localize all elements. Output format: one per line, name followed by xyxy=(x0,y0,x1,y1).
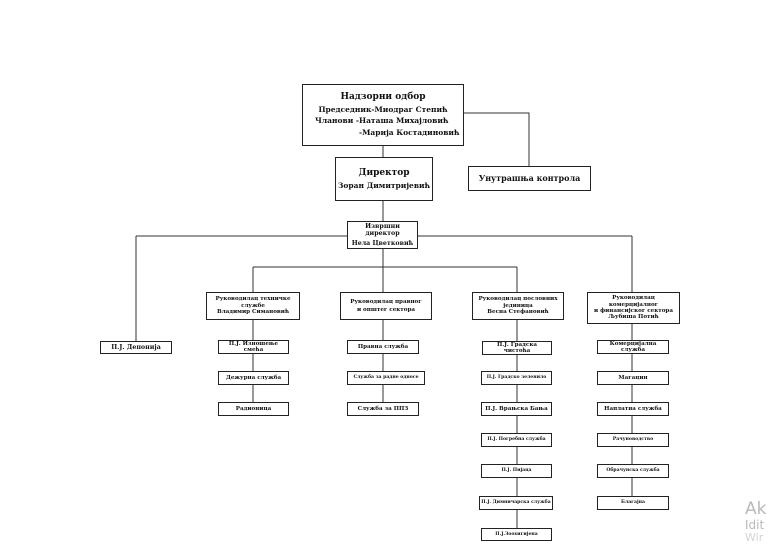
activation-watermark: Ak Idit Wir xyxy=(745,500,766,544)
business-item-7: П.Ј.Зоохигијена xyxy=(481,528,552,541)
commercial-head-line-2: и финансијског сектора xyxy=(594,308,673,314)
business-item-label: П.Ј. Градска чистоћа xyxy=(497,341,537,354)
commercial-item-label: Обрачунска служба xyxy=(606,468,660,474)
commercial-item-6: Благајна xyxy=(597,496,669,510)
commercial-item-4: Рачуноводство xyxy=(597,433,669,447)
business-item-label: П.Ј. Врањска Бања xyxy=(485,405,548,412)
business-head-line-1: Руководилац пословних xyxy=(478,296,558,303)
business-head-line-2: јединица xyxy=(503,302,533,309)
business-item-label: П.Ј. Димничарска служба xyxy=(481,500,551,506)
technical-item-label: Радионица xyxy=(235,405,272,412)
legal-item-3: Служба за ППЗ xyxy=(347,402,419,416)
legal-head-line-1: Руководилац правног xyxy=(350,298,422,305)
business-item-label: П.Ј. Пијаца xyxy=(501,468,532,474)
commercial-item-2: Магацин xyxy=(597,371,669,385)
internal-control-box: Унутрашња контрола xyxy=(468,166,591,191)
technical-item-label: Дежурна служба xyxy=(225,374,282,381)
commercial-head-line-3: Љубиша Потић xyxy=(608,314,659,321)
depot-box: П.Ј. Депонија xyxy=(100,341,172,354)
legal-head-box: Руководилац правног и општег сектора xyxy=(340,292,432,320)
commercial-item-1: Комерцијална служба xyxy=(597,340,669,354)
business-item-2: П.Ј. Градско зеленило xyxy=(481,371,552,385)
business-head-line-3: Весна Стефановић xyxy=(487,309,549,316)
watermark-line-2: Idit xyxy=(745,517,765,532)
commercial-head-box: Руководилац комерцијалног и финансијског… xyxy=(587,292,680,324)
business-head-box: Руководилац пословних јединица Весна Сте… xyxy=(472,292,564,320)
technical-head-line-2: службе xyxy=(241,302,265,309)
legal-item-label: Правна служба xyxy=(357,343,409,350)
technical-head-box: Руководилац техничке службе Владимир Сим… xyxy=(206,292,300,320)
watermark-line-1: Ak xyxy=(745,499,767,519)
legal-item-1: Правна служба xyxy=(347,340,419,354)
commercial-item-label: Наплатна служба xyxy=(604,405,662,412)
director-title: Директор xyxy=(358,167,410,178)
technical-item-2: Дежурна служба xyxy=(218,371,289,385)
commercial-item-label: Рачуноводство xyxy=(612,437,654,443)
business-item-5: П.Ј. Пијаца xyxy=(481,464,552,478)
director-box: Директор Зоран Димитријевић xyxy=(335,157,433,201)
technical-head-line-1: Руководилац техничке xyxy=(215,296,291,303)
depot-label: П.Ј. Депонија xyxy=(111,343,161,351)
supervisory-board-box: Надзорни одбор Председник-Миодраг Степић… xyxy=(302,84,464,146)
executive-director-name: Нела Цветковић xyxy=(351,240,414,248)
business-item-label: П.Ј.Зоохигијена xyxy=(495,531,538,537)
commercial-item-label: Магацин xyxy=(618,374,648,381)
business-item-label: П.Ј. Погребна служба xyxy=(487,437,546,443)
executive-director-box: Извршни директор Нела Цветковић xyxy=(347,221,418,249)
business-item-6: П.Ј. Димничарска служба xyxy=(479,496,553,510)
commercial-item-5: Обрачунска служба xyxy=(597,464,669,478)
business-item-3: П.Ј. Врањска Бања xyxy=(481,402,552,416)
executive-director-title: Извршни директор xyxy=(365,222,400,237)
business-item-label: П.Ј. Градско зеленило xyxy=(486,375,547,381)
technical-head-line-3: Владимир Симановић xyxy=(216,309,290,316)
legal-item-label: Служба за радне односе xyxy=(353,375,419,381)
business-item-4: П.Ј. Погребна служба xyxy=(481,433,552,447)
supervisory-board-chair: Председник-Миодраг Степић xyxy=(318,104,448,114)
internal-control-label: Унутрашња контрола xyxy=(478,172,581,183)
legal-head-line-2: и општег сектора xyxy=(356,307,416,313)
technical-item-3: Радионица xyxy=(218,402,289,416)
supervisory-board-title: Надзорни одбор xyxy=(340,92,426,103)
commercial-item-3: Наплатна служба xyxy=(597,402,669,416)
supervisory-board-member-2: -Марија Костадиновић xyxy=(359,127,460,137)
technical-item-1: П.Ј. Изношење смећа xyxy=(218,340,289,354)
watermark-line-3: Wir xyxy=(745,530,764,544)
business-item-1: П.Ј. Градска чистоћа xyxy=(482,341,552,355)
commercial-item-label: Благајна xyxy=(621,500,645,506)
commercial-head-line-1: Руководилац комерцијалног xyxy=(608,295,659,308)
technical-item-label: П.Ј. Изношење смећа xyxy=(228,340,279,353)
legal-item-label: Служба за ППЗ xyxy=(357,405,409,412)
commercial-item-label: Комерцијална служба xyxy=(609,340,657,353)
director-name: Зоран Димитријевић xyxy=(337,180,431,190)
supervisory-board-member-1: Чланови -Наташа Михајловић xyxy=(315,116,449,126)
legal-item-2: Служба за радне односе xyxy=(347,371,425,385)
